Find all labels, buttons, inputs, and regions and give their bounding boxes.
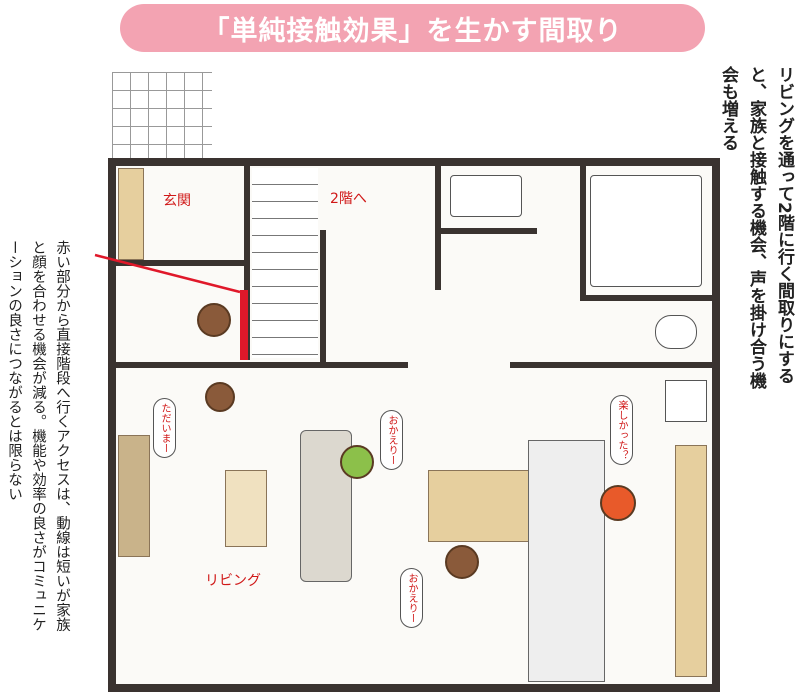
left-caption: 赤い部分から直接階段へ行くアクセスは、動線は短いが家族と顔を合わせる機会が減る。… — [6, 240, 70, 632]
coffee-table — [225, 470, 267, 547]
wall — [116, 260, 246, 266]
person-icon — [205, 382, 235, 412]
wall — [435, 160, 441, 290]
stairs — [252, 168, 318, 358]
person-icon — [340, 445, 374, 479]
speech-bubble: 楽しかった？ — [610, 395, 633, 465]
wall — [712, 158, 720, 692]
washbasin — [450, 175, 522, 217]
dining-table — [428, 470, 530, 542]
wall — [248, 362, 408, 368]
person-icon — [445, 545, 479, 579]
title-banner: 「単純接触効果」を生かす間取り — [120, 4, 705, 52]
wall — [510, 362, 715, 368]
room-label-living: リビング — [205, 573, 261, 589]
wall — [580, 160, 586, 300]
direct-stair-access-highlight — [240, 290, 248, 360]
wall — [437, 228, 537, 234]
wall — [108, 158, 720, 166]
wall — [580, 295, 715, 301]
tv-stand — [118, 435, 150, 557]
wall — [108, 158, 116, 692]
wall — [108, 684, 720, 692]
kitchen-cabinet — [675, 445, 707, 677]
room-label-stairs: 2階へ — [330, 191, 367, 207]
right-caption: リビングを通って2階に行く間取りにすると、家族と接触する機会、声を掛け合う機会も… — [718, 66, 794, 389]
toilet — [655, 315, 697, 349]
wall — [116, 362, 248, 368]
porch-tiles — [112, 72, 212, 162]
speech-bubble: おかえりー — [400, 568, 423, 628]
kitchen-counter — [528, 440, 605, 682]
speech-bubble: おかえりー — [380, 410, 403, 470]
pointer-arrow — [94, 253, 241, 294]
person-icon — [197, 303, 231, 337]
wall — [320, 230, 326, 365]
room-label-entrance: 玄関 — [163, 193, 191, 209]
fridge — [665, 380, 707, 422]
speech-bubble: ただいまー — [153, 398, 176, 458]
wall — [244, 160, 250, 360]
bathtub — [590, 175, 702, 287]
shoe-cabinet — [118, 168, 144, 260]
person-icon — [600, 485, 636, 521]
